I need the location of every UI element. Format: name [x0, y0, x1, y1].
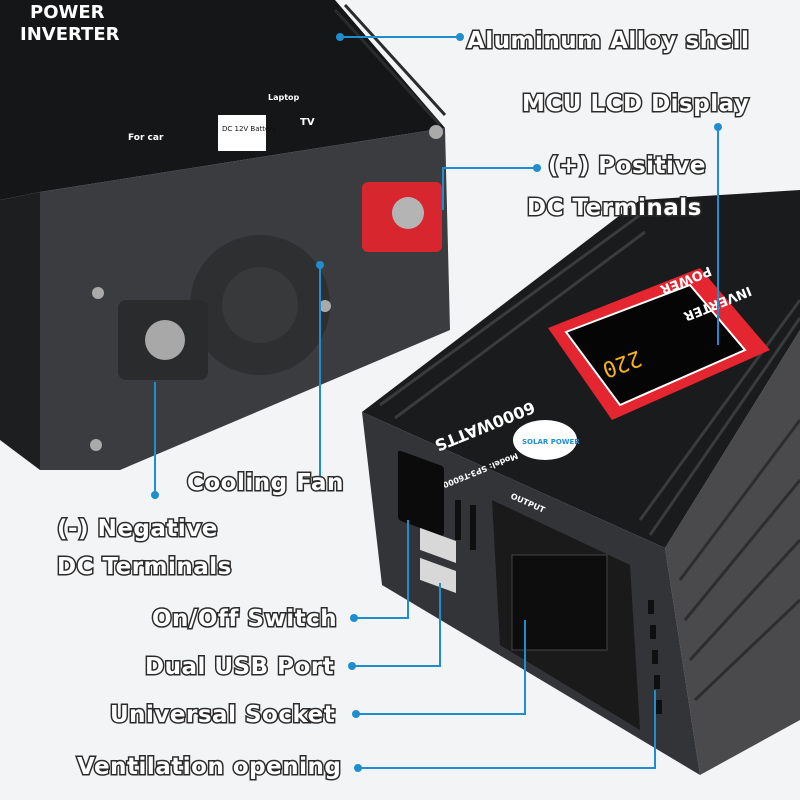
rear-brand-line2: INVERTER [20, 24, 120, 45]
rear-inverter-top [0, 0, 445, 200]
label-negative-line2: DC Terminals [57, 554, 232, 580]
label-cooling-fan: Cooling Fan [187, 470, 344, 496]
fan-hub [222, 267, 298, 343]
label-on-off-switch: On/Off Switch [152, 606, 337, 632]
screw [319, 300, 331, 312]
screw [429, 125, 443, 139]
screw [90, 439, 102, 451]
rear-brand-line1: POWER [30, 2, 105, 23]
label-aluminum-shell: Aluminum Alloy shell [467, 28, 749, 54]
tv-label: TV [300, 117, 315, 128]
ventilation-slots [455, 500, 662, 714]
label-negative-line1: (-) Negative [57, 516, 218, 542]
usb-port-1[interactable] [420, 527, 456, 563]
socket-face [511, 554, 608, 651]
label-lcd-display: MCU LCD Display [522, 91, 749, 117]
callout-labels: Aluminum Alloy shell MCU LCD Display (+)… [56, 27, 751, 782]
screw [92, 287, 104, 299]
solar-power-logo [513, 420, 577, 460]
rear-inverter: POWER INVERTER DC 12V Battery For car La… [0, 0, 450, 470]
label-universal-socket: Universal Socket [110, 702, 335, 728]
for-car-label: For car [128, 133, 164, 143]
lcd-display [564, 283, 747, 407]
logo-text: SOLAR POWER [522, 438, 580, 446]
negative-bolt [145, 320, 185, 360]
front-inverter-side [665, 330, 800, 775]
label-ventilation: Ventilation opening [77, 754, 341, 780]
front-inverter: 220 6000WATTS POWER INVERTER SOLAR POWER… [362, 190, 800, 775]
battery-icon [218, 115, 266, 151]
rear-inverter-side [0, 192, 40, 470]
positive-bolt [392, 197, 424, 229]
leader-lines [151, 33, 722, 772]
laptop-label: Laptop [268, 93, 300, 102]
label-positive-line2: DC Terminals [527, 195, 702, 221]
label-positive-line1: (+) Positive [548, 153, 706, 179]
battery-label: DC 12V Battery [222, 125, 276, 133]
power-switch[interactable] [398, 450, 444, 537]
label-dual-usb: Dual USB Port [145, 654, 334, 680]
usb-port-2[interactable] [420, 557, 456, 593]
